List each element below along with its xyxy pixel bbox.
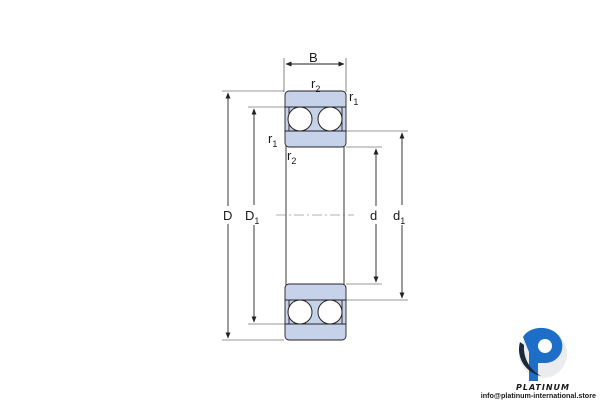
shoulder-diameter-d1-inner: d1: [346, 130, 413, 301]
label-r1-top: r1: [349, 89, 358, 107]
upper-ring-body: [284, 90, 347, 148]
platinum-logo: PLATINUM info@platinum-international.sto…: [481, 327, 596, 400]
label-d-bore: d: [370, 208, 377, 223]
label-r1-inner: r1: [268, 131, 277, 149]
shoulder-diameter-d1: D1: [243, 106, 285, 325]
upper-ball-left: [287, 106, 313, 132]
label-d1-inner: d1: [393, 208, 405, 226]
lower-ring-section: [284, 283, 347, 341]
label-d-outer: D: [223, 208, 232, 223]
logo-swoosh-icon: [518, 342, 541, 376]
label-r2-inner: r2: [287, 148, 296, 166]
label-b: B: [309, 50, 318, 65]
label-d1-outer: D1: [245, 208, 259, 226]
logo-p-counter: [538, 339, 552, 353]
lower-ball-right: [317, 299, 343, 325]
upper-ball-right: [317, 106, 343, 132]
lower-ring-body: [284, 283, 347, 341]
width-dimension-b: B: [283, 50, 347, 92]
upper-ring-section: [284, 90, 347, 148]
bore-diameter-dimension: d: [346, 146, 383, 285]
outer-diameter-dimension: D: [219, 90, 284, 341]
logo-email: info@platinum-international.store: [481, 391, 596, 400]
label-r2-top: r2: [311, 76, 320, 94]
logo-brand-name: PLATINUM: [516, 383, 570, 392]
radius-labels: r2 r1 r1 r2: [268, 76, 358, 166]
logo-p-mark-icon: [523, 327, 563, 381]
bearing-outline: [276, 132, 354, 286]
lower-ball-left: [287, 299, 313, 325]
